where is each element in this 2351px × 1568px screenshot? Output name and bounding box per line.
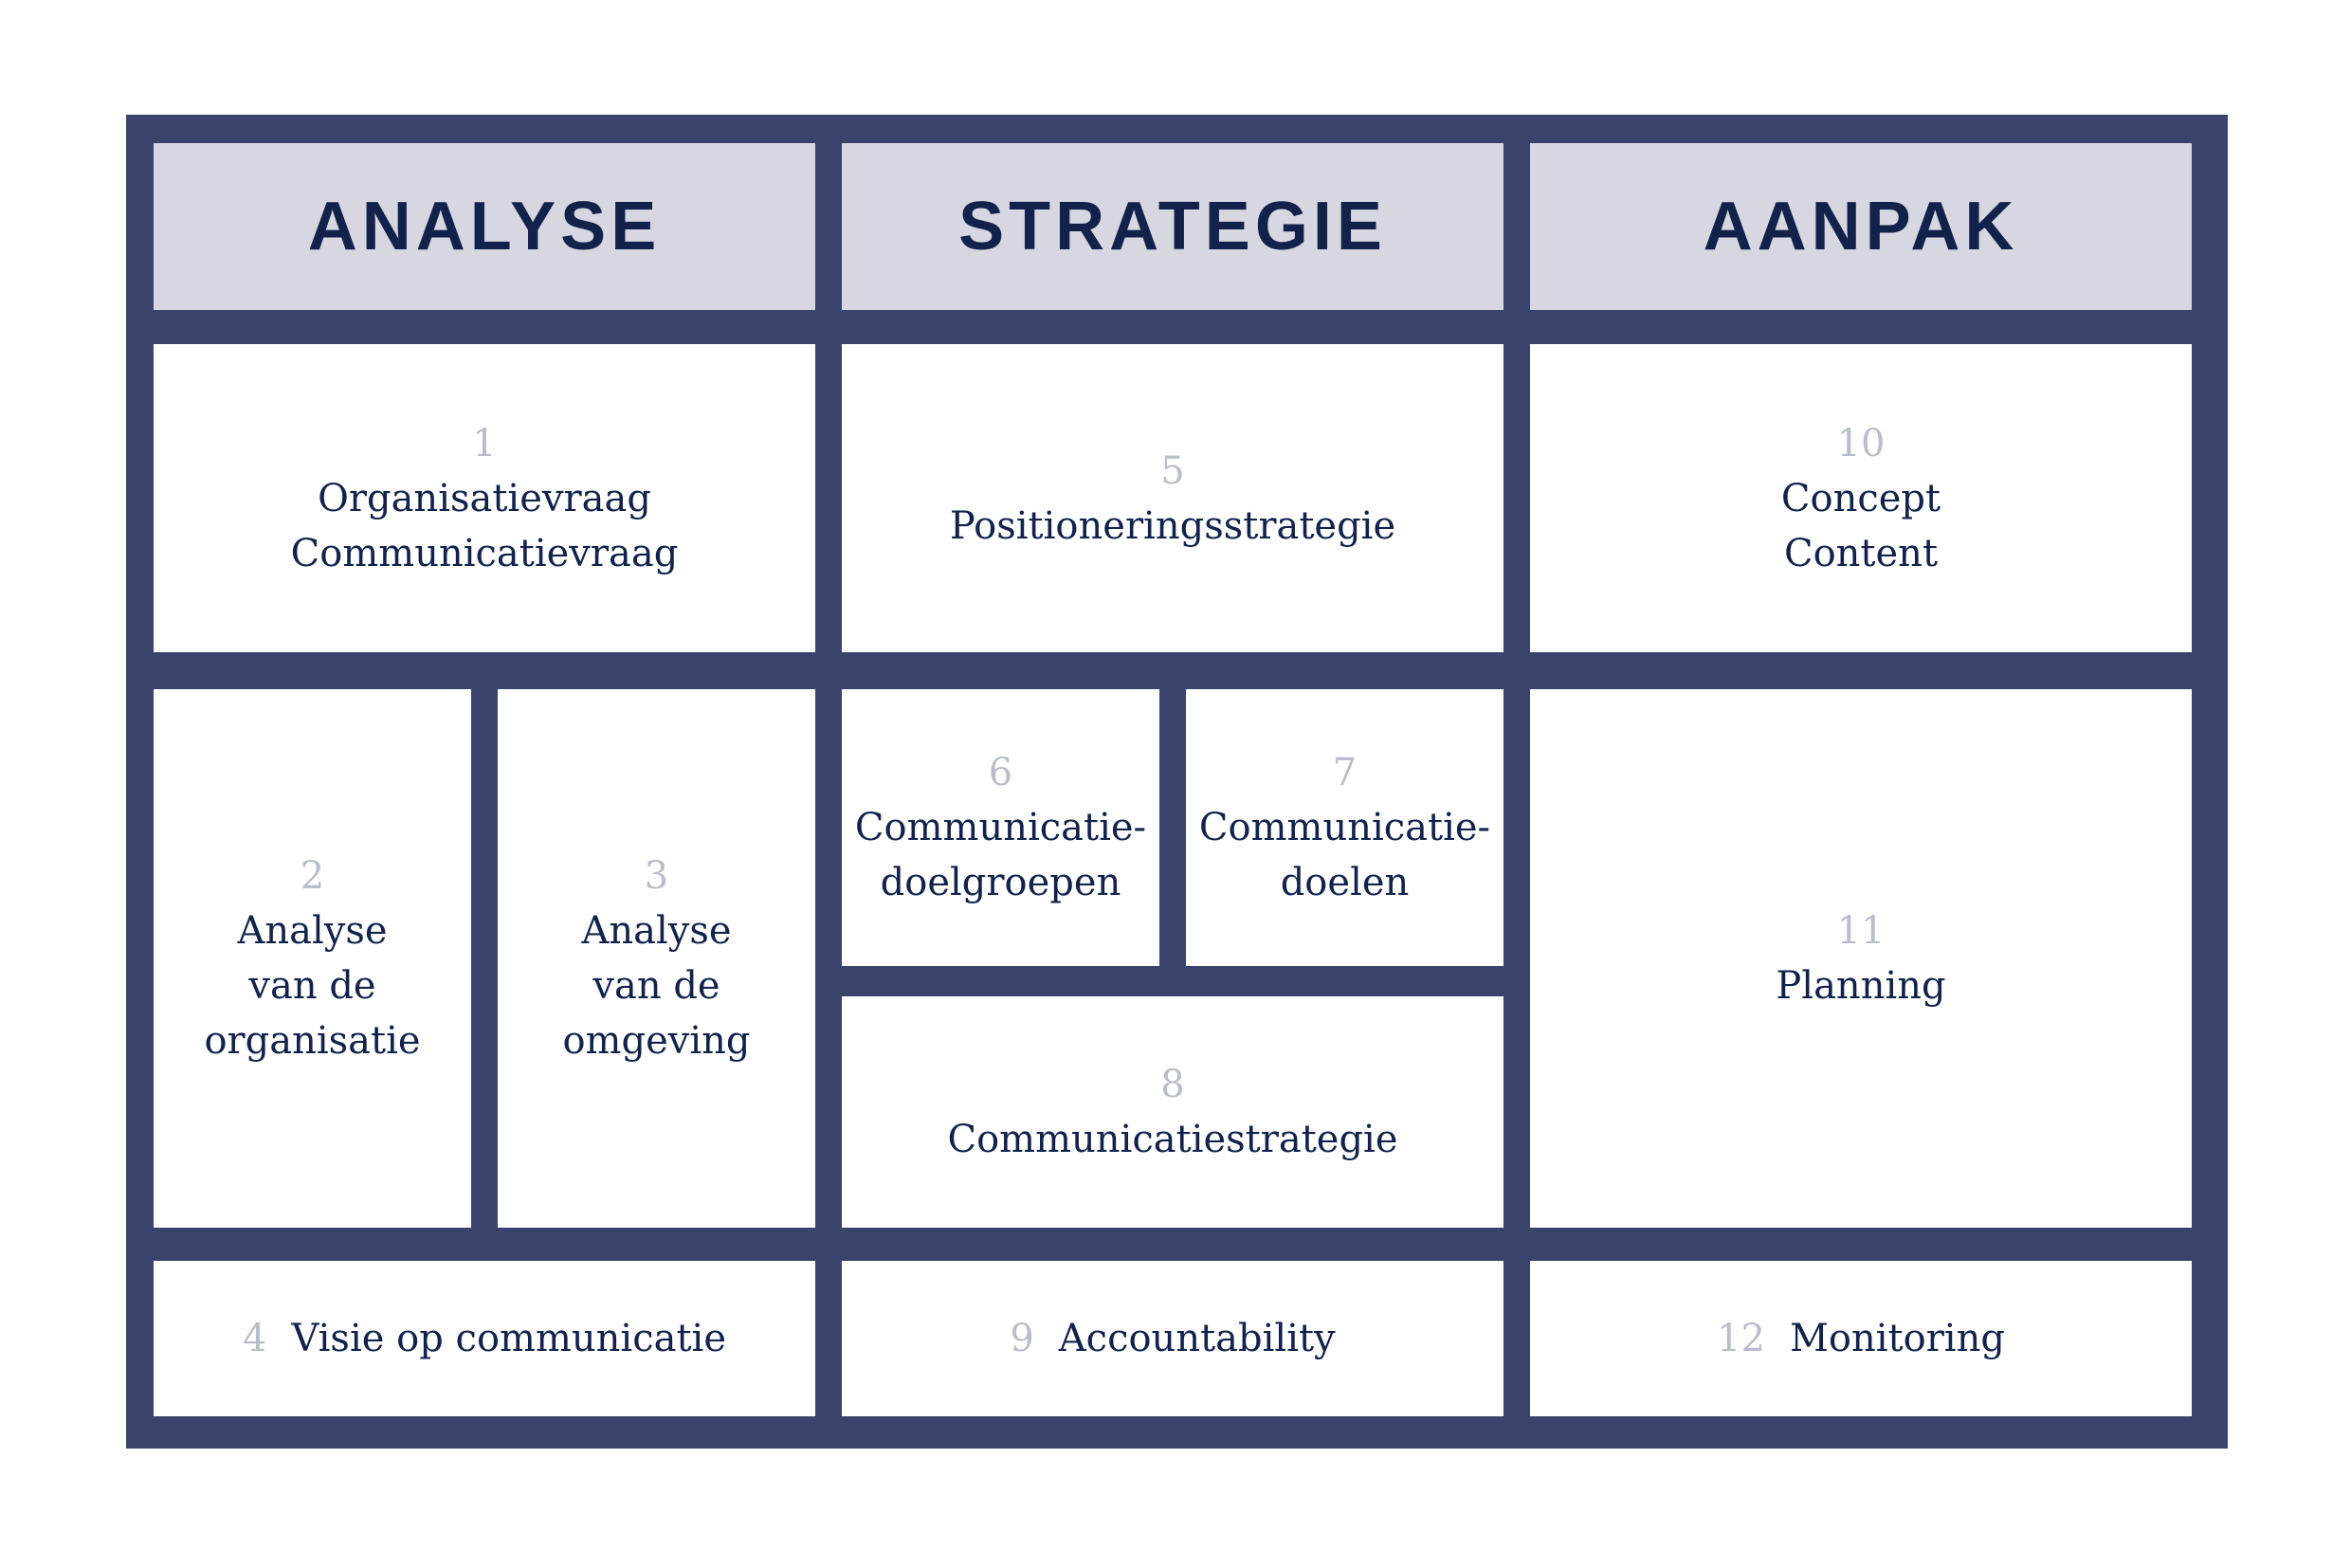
box-6-communicatiedoelgroepen: 6 Communicatie- doelgroepen [842, 689, 1159, 966]
box-number: 8 [1160, 1063, 1185, 1106]
box-number: 11 [1836, 909, 1886, 953]
box-number: 2 [300, 854, 325, 898]
box-1-organisatievraag-communicatievraag: 1 Organisatievraag Communicatievraag [154, 344, 815, 652]
box-number: 1 [472, 421, 497, 465]
box-number: 5 [1160, 448, 1185, 493]
box-label-line: Concept [1780, 476, 1941, 520]
box-label-line: van de [248, 964, 376, 1008]
box-label-line: Communicatie- [854, 806, 1147, 849]
box-label-line: Planning [1776, 964, 1946, 1008]
column-header-label: STRATEGIE [958, 189, 1387, 264]
box-label: Monitoring [1789, 1317, 2005, 1360]
box-label-line: Communicatie- [1198, 806, 1491, 849]
box-number: 9 [1010, 1317, 1034, 1360]
box-2-analyse-van-de-organisatie: 2 Analyse van de organisatie [154, 689, 471, 1228]
box-label: Accountability [1058, 1317, 1336, 1360]
box-label-line: omgeving [562, 1019, 751, 1063]
box-label-line: Analyse [237, 909, 388, 953]
box-label-line: organisatie [204, 1019, 421, 1063]
box-11-planning: 11 Planning [1530, 689, 2192, 1228]
box-3-analyse-van-de-omgeving: 3 Analyse van de omgeving [498, 689, 815, 1228]
column-header-aanpak: AANPAK [1530, 143, 2192, 310]
box-label-line: Analyse [581, 909, 732, 953]
box-number: 10 [1836, 421, 1886, 465]
box-number: 6 [988, 751, 1013, 794]
column-header-strategie: STRATEGIE [842, 143, 1504, 310]
box-9-accountability: 9 Accountability [842, 1261, 1504, 1416]
box-4-visie-op-communicatie: 4 Visie op communicatie [154, 1261, 815, 1416]
box-label-line: Communicatievraag [290, 531, 679, 575]
box-5-positioneringsstrategie: 5 Positioneringsstrategie [842, 344, 1504, 652]
box-number: 3 [644, 854, 669, 898]
box-number: 12 [1717, 1317, 1765, 1360]
box-number: 4 [243, 1317, 267, 1360]
column-header-label: AANPAK [1703, 189, 2019, 264]
box-label: Visie op communicatie [291, 1317, 726, 1360]
box-label-line: van de [592, 964, 720, 1008]
column-header-label: ANALYSE [307, 189, 662, 264]
box-number: 7 [1332, 751, 1358, 794]
diagram-frame: ANALYSE STRATEGIE AANPAK 1 Organisatievr… [126, 115, 2228, 1449]
box-label-line: doelgroepen [880, 861, 1121, 904]
box-label-line: Content [1783, 531, 1939, 575]
box-10-concept-content: 10 Concept Content [1530, 344, 2192, 652]
box-8-communicatiestrategie: 8 Communicatiestrategie [842, 996, 1504, 1228]
column-header-analyse: ANALYSE [154, 143, 815, 310]
box-label-line: Positioneringsstrategie [949, 503, 1396, 548]
box-label-line: Organisatievraag [318, 476, 651, 520]
box-label-line: Communicatiestrategie [947, 1118, 1398, 1161]
box-label-line: doelen [1280, 861, 1410, 904]
box-12-monitoring: 12 Monitoring [1530, 1261, 2192, 1416]
box-7-communicatiedoelen: 7 Communicatie- doelen [1186, 689, 1504, 966]
